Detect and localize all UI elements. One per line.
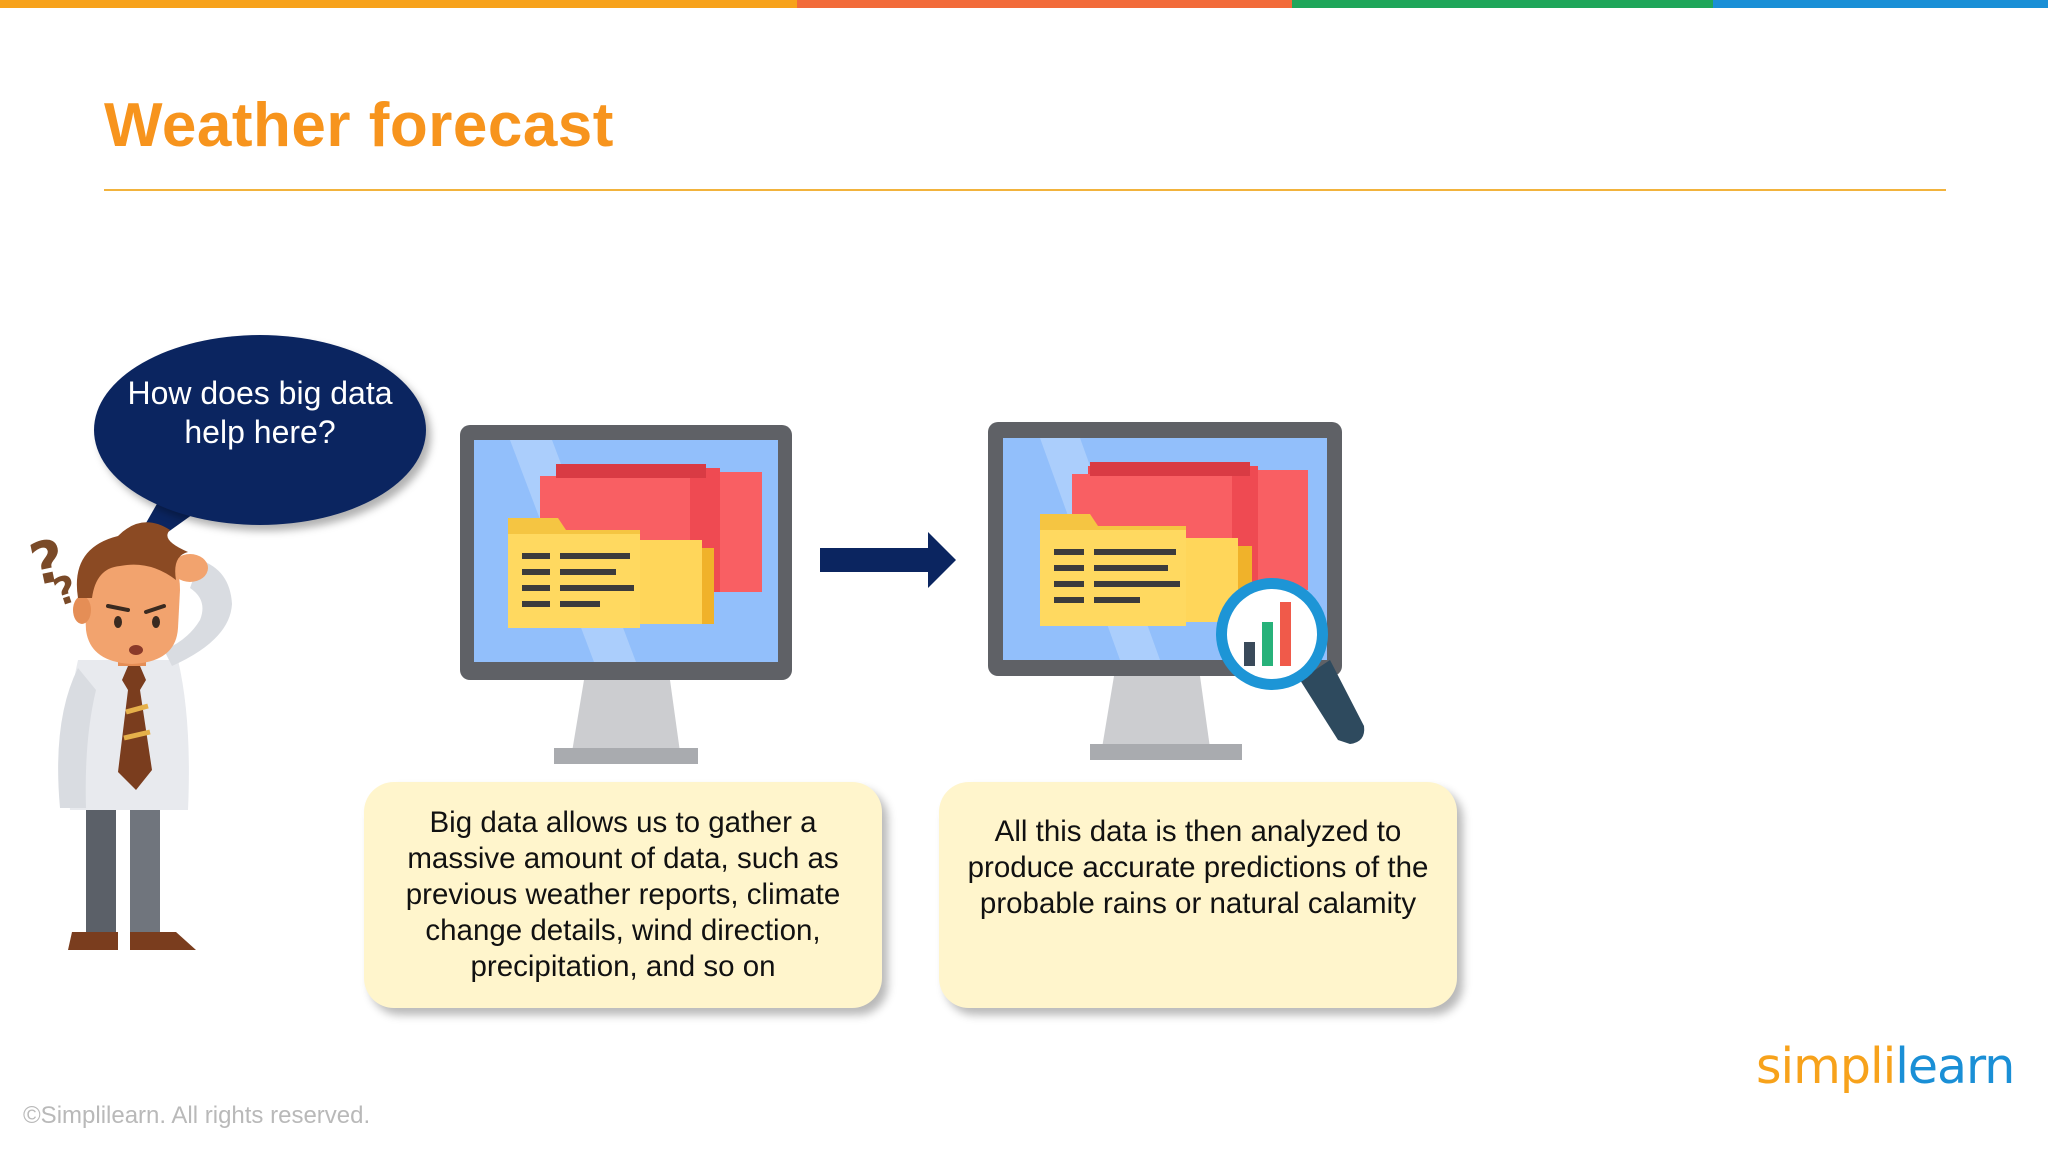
top-bar-segment-blue bbox=[1713, 0, 2048, 8]
title-divider bbox=[104, 189, 1946, 191]
top-bar-segment-green bbox=[1292, 0, 1713, 8]
magnifier-chart-icon bbox=[1216, 578, 1365, 744]
top-bar-segment-orange bbox=[0, 0, 797, 8]
arrow-right-icon bbox=[820, 532, 956, 588]
monitor-analysis-icon bbox=[988, 422, 1342, 760]
info-card-analyze-text: All this data is then analyzed to produc… bbox=[967, 815, 1429, 920]
simplilearn-logo: simplilearn bbox=[1756, 1038, 2015, 1095]
monitor-folders-icon bbox=[460, 425, 792, 764]
confused-man-icon bbox=[58, 522, 232, 950]
info-card-analyze: All this data is then analyzed to produc… bbox=[939, 782, 1457, 1008]
top-color-bar bbox=[0, 0, 2048, 8]
logo-part-i: i bbox=[1882, 1038, 1897, 1095]
copyright-footer: ©Simplilearn. All rights reserved. bbox=[23, 1102, 371, 1129]
info-card-gather: Big data allows us to gather a massive a… bbox=[364, 782, 882, 1008]
logo-part-simpl: simpl bbox=[1756, 1038, 1884, 1095]
info-card-gather-text: Big data allows us to gather a massive a… bbox=[405, 806, 841, 983]
question-marks-icon: ? ? bbox=[24, 526, 83, 615]
question-text: How does big data help here? bbox=[127, 375, 393, 450]
top-bar-segment-red bbox=[797, 0, 1292, 8]
logo-part-learn: learn bbox=[1895, 1038, 2015, 1095]
slide-title: Weather forecast bbox=[104, 91, 614, 160]
